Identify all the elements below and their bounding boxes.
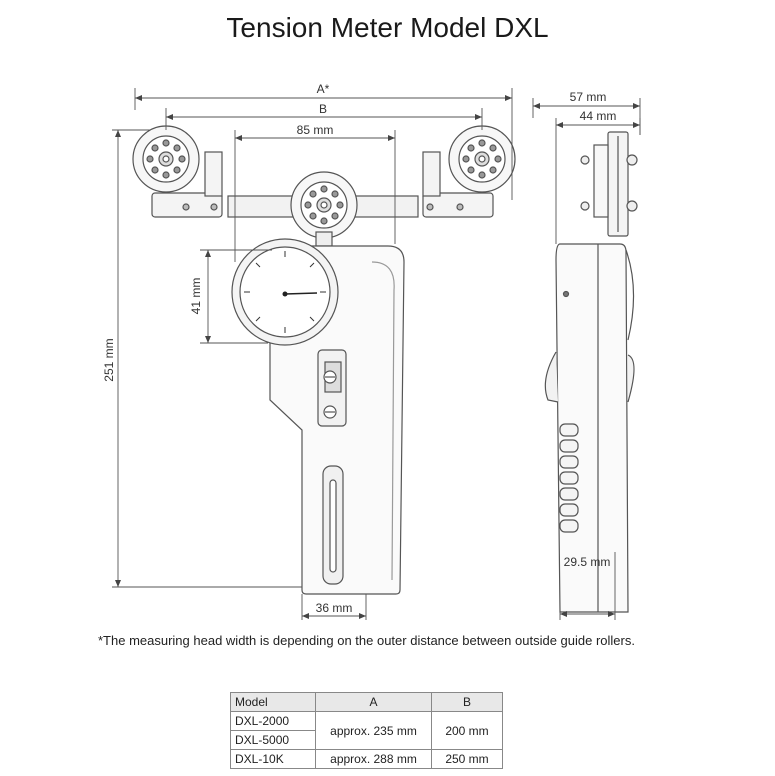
- value-b-small: 200 mm: [431, 711, 503, 750]
- dim-41mm: 41 mm: [189, 278, 203, 315]
- left-arm-post: [204, 151, 223, 197]
- side-view: [544, 131, 638, 613]
- dim-251mm: 251 mm: [102, 338, 116, 381]
- dim-85mm: 85 mm: [297, 123, 334, 137]
- side-trigger: [544, 351, 559, 403]
- table-row: DXL-2000 approx. 235 mm 200 mm: [230, 711, 503, 750]
- right-guide-roller: [448, 125, 516, 193]
- header-b: B: [431, 692, 503, 712]
- table-header-row: Model A B: [230, 692, 503, 712]
- header-model: Model: [230, 692, 316, 712]
- dim-29-5mm: 29.5 mm: [564, 555, 611, 569]
- dimension-labels: A* B 85 mm 41 mm 251 mm 36 mm 57 mm 44 m…: [102, 82, 616, 615]
- value-b-large: 250 mm: [431, 749, 503, 769]
- table-row: DXL-5000: [230, 730, 503, 750]
- dim-a-star: A*: [317, 82, 330, 96]
- model-spec-table: Model A B DXL-2000 approx. 235 mm 200 mm…: [230, 692, 503, 769]
- header-a: A: [315, 692, 432, 712]
- front-view: [132, 125, 516, 595]
- dim-44mm: 44 mm: [580, 109, 617, 123]
- right-arm-post: [422, 151, 441, 197]
- page-title: Tension Meter Model DXL: [226, 12, 549, 43]
- dial-pointer: [284, 292, 318, 295]
- model-dxl-10k: DXL-10K: [230, 749, 316, 769]
- model-dxl-5000: DXL-5000: [230, 730, 316, 750]
- value-a-small: approx. 235 mm: [315, 711, 432, 750]
- dim-b: B: [319, 102, 327, 116]
- left-guide-roller: [132, 125, 200, 193]
- value-a-large: approx. 288 mm: [315, 749, 432, 769]
- footnote: *The measuring head width is depending o…: [98, 633, 635, 648]
- dim-36mm: 36 mm: [316, 601, 353, 615]
- dim-57mm: 57 mm: [570, 90, 607, 104]
- measuring-roller: [290, 171, 358, 239]
- side-grip: [559, 423, 579, 533]
- table-row: DXL-10K approx. 288 mm 250 mm: [230, 749, 503, 769]
- model-dxl-2000: DXL-2000: [230, 711, 316, 731]
